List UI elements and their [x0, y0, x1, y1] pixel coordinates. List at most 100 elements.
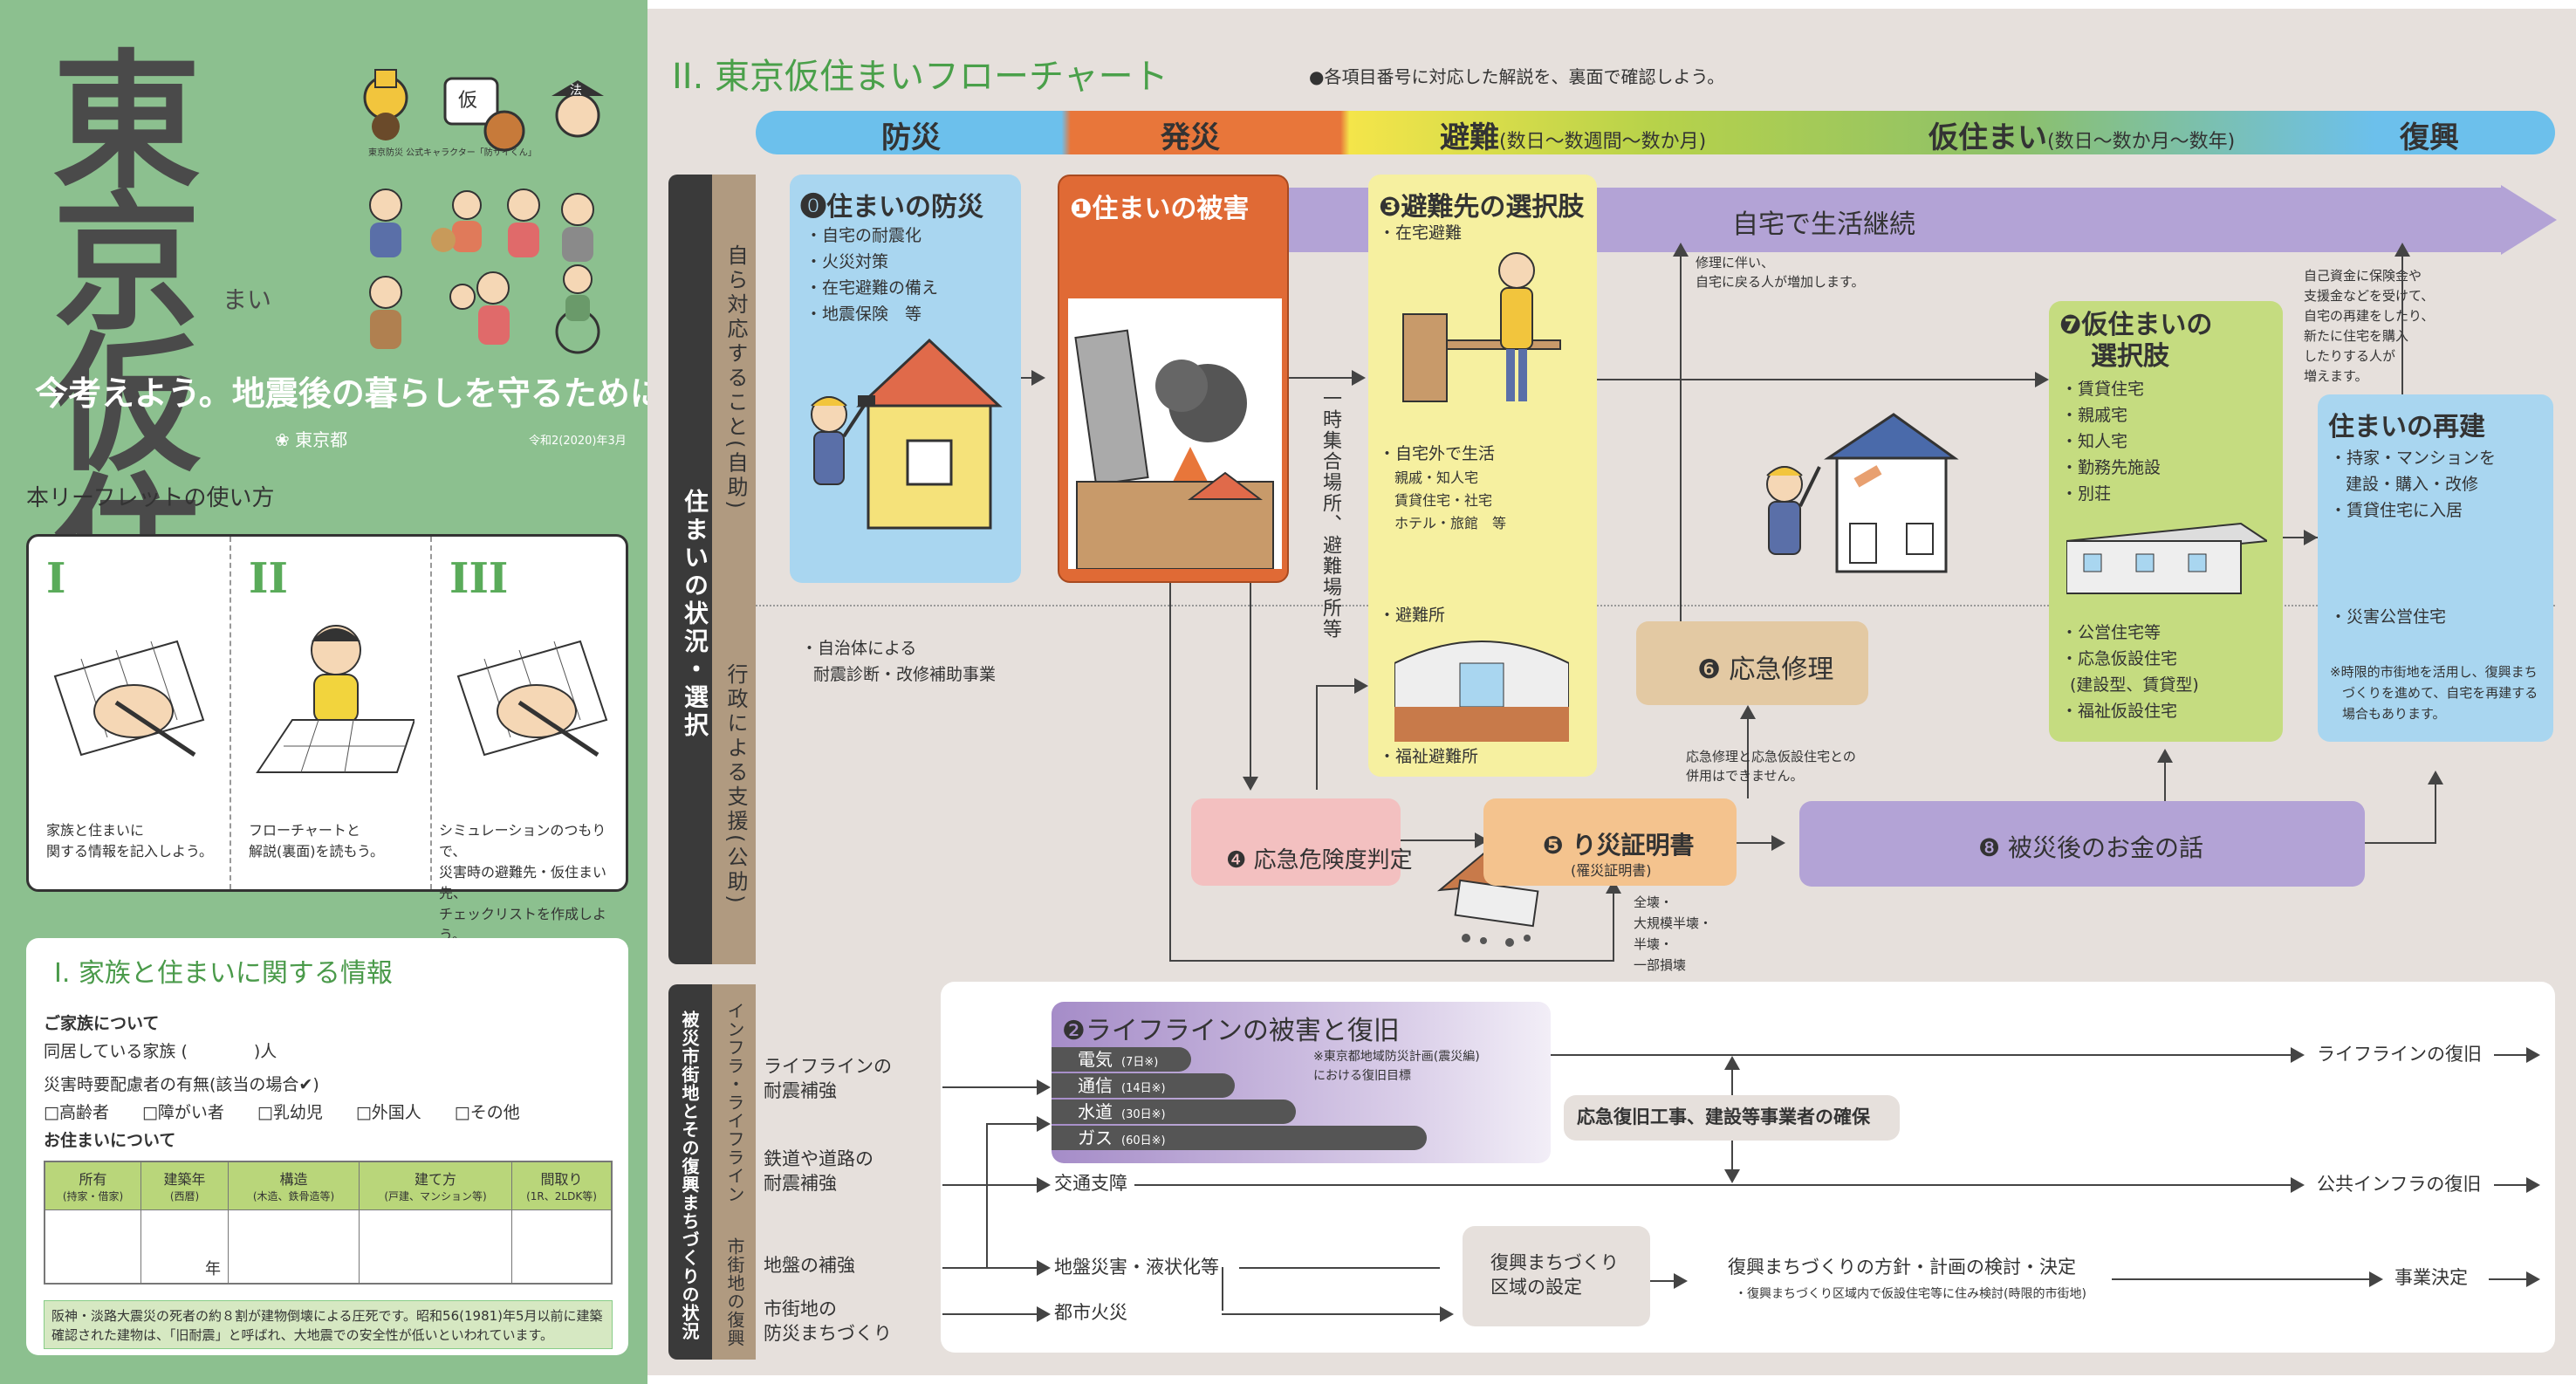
roman-numeral: I	[46, 554, 66, 603]
phase-karizumai: 仮住まい(数日〜数か月〜数年)	[1929, 120, 2236, 155]
publish-date: 令和2(2020)年3月	[529, 435, 627, 448]
child-reading-icon	[256, 625, 414, 773]
connector	[986, 1123, 988, 1267]
care-checkboxes[interactable]: □高齢者 □障がい者 □乳幼児 □外国人 □その他	[44, 1103, 520, 1122]
admin-quake-note: ・自治体による耐震診断・改修補助事業	[801, 639, 997, 684]
connector	[1222, 1267, 1223, 1311]
repair-note: 修理に伴い、自宅に戻る人が増加します。	[1696, 255, 1865, 290]
side-label-infra-a: インフラ・ライフライン	[724, 1002, 745, 1203]
connector	[2112, 1278, 2374, 1280]
lifeline-target-note: ※東京都地域防災計画(震災編)における復旧目標	[1313, 1050, 1480, 1083]
box-0-housing-prevention[interactable]: ⓿住まいの防災 ・自宅の耐震化・火災対策・在宅避難の備え・地震保険 等	[790, 175, 1021, 583]
emergency-work-box[interactable]: 応急復旧工事、建設等事業者の確保	[1564, 1095, 1900, 1141]
box-7-temporary-housing[interactable]: ❼仮住まいの選択肢 ・賃貸住宅・親戚宅・知人宅・勤務先施設・別荘 ・公営住宅等・…	[2049, 301, 2283, 742]
arrow-right-icon	[1674, 1273, 1688, 1289]
recovery-zone-box[interactable]: 復興まちづくり区域の設定	[1463, 1226, 1650, 1326]
phase-fukko: 復興	[2400, 120, 2459, 155]
mother-child-icon	[449, 271, 510, 345]
arrow-right-icon	[2526, 1271, 2540, 1287]
character-illustrations: 仮 法 東京防災 公式キャラクター「防サイくん」	[363, 69, 604, 354]
woman-icon	[507, 188, 540, 257]
table-header: 間取り(1R、2LDK等)	[512, 1162, 611, 1209]
connector	[1239, 1267, 1440, 1269]
howto-step-3: III シミュレーションのつもりで、災害時の避難先・仮住まい先、チェックリストを…	[430, 537, 631, 943]
mascot-squirrel-icon: 仮	[443, 77, 525, 152]
connector	[1250, 583, 1251, 777]
connector	[2494, 1054, 2529, 1056]
policy-note: ・復興まちづくり区域内で仮設住宅等に住み検討(時限的市街地)	[1735, 1287, 2086, 1301]
ground-label: 地盤の補強	[764, 1255, 855, 1276]
connector	[942, 1313, 1038, 1315]
girl-with-dog-icon	[431, 190, 482, 252]
connector	[1021, 377, 1033, 379]
box-8-money-after-disaster[interactable]: ❽ 被災後のお金の話	[1799, 801, 2365, 887]
lifeline-bar: 電気(7日※)	[1052, 1047, 1191, 1072]
connector	[1134, 1184, 2295, 1186]
table-cell-structure[interactable]	[229, 1209, 360, 1285]
table-cell-owner[interactable]	[45, 1209, 141, 1285]
title-ruby: まい	[223, 285, 272, 314]
connector	[2435, 781, 2436, 844]
connector	[2489, 1278, 2528, 1280]
connector	[1401, 839, 1479, 841]
connector	[2365, 842, 2435, 844]
howto-text-1: 家族と住まいに関する情報を記入しよう。	[46, 822, 214, 860]
arrow-up-icon	[2157, 749, 2173, 763]
elderly-man-icon	[561, 193, 594, 262]
connector	[2401, 253, 2403, 394]
arrow-right-icon	[1037, 1177, 1051, 1193]
lifeline-bar: 水道(30日※)	[1052, 1100, 1296, 1124]
collapsed-city-icon	[1068, 298, 1282, 569]
lifeline-bar: ガス(60日※)	[1052, 1126, 1427, 1150]
connector	[942, 1184, 1038, 1186]
arrow-down-icon	[1243, 777, 1258, 791]
connector	[1316, 685, 1360, 687]
arrow-right-icon	[1440, 1306, 1454, 1322]
arrow-up-icon	[1673, 243, 1689, 257]
family-count-field[interactable]: 同居している家族 ( )人	[44, 1042, 277, 1061]
home-label: お住まいについて	[44, 1131, 176, 1150]
city-fire-damage-label: 都市火災	[1054, 1302, 1127, 1323]
project-decision-label: 事業決定	[2394, 1267, 2468, 1288]
arrow-right-icon	[1771, 835, 1785, 851]
house-repair-damaged-icon	[1766, 413, 1959, 573]
care-label: 災害時要配慮者の有無(該当の場合✔)	[44, 1075, 319, 1094]
family-info-section	[26, 938, 628, 1355]
self-admin-divider	[756, 605, 2555, 606]
table-header: 構造(木造、鉄骨造等)	[229, 1162, 360, 1209]
box-3-evacuation-options[interactable]: ❸避難先の選択肢 ・在宅避難 ・自宅外で生活 親戚・知人宅賃貸住宅・社宅ホテル・…	[1368, 175, 1597, 777]
table-cell-year[interactable]: 年	[141, 1209, 229, 1285]
connector	[1650, 1280, 1676, 1282]
table-cell-type[interactable]	[360, 1209, 512, 1285]
connector	[1737, 842, 1771, 844]
box-2-lifeline-damage[interactable]: ❷ライフラインの被害と復旧 電気(7日※) 通信(14日※) 水道(30日※) …	[1052, 1002, 1551, 1163]
house-repair-icon	[811, 338, 1003, 530]
svg-text:法: 法	[570, 84, 582, 98]
man-icon	[369, 188, 402, 257]
box-4-danger-assessment[interactable]: ❹ 応急危険度判定	[1191, 798, 1413, 886]
table-cell-layout[interactable]	[512, 1209, 611, 1285]
flowchart-note: ●各項目番号に対応した解説を、裏面で確認しよう。	[1309, 66, 1725, 87]
mascot-bousai-icon	[363, 69, 408, 140]
side-label-admin: 行政による支援(公助)	[723, 663, 748, 907]
lifeline-quake-label: ライフラインの耐震補強	[764, 1056, 892, 1101]
rail-quake-label: 鉄道や道路の耐震補強	[764, 1148, 874, 1194]
repair-vs-note: 応急修理と応急仮設住宅との併用はできません。	[1686, 749, 1856, 784]
phase-hassai: 発災	[1161, 120, 1220, 155]
connector	[1613, 890, 1614, 962]
box-5-disaster-certificate[interactable]: ❺ り災証明書 (罹災証明書)	[1483, 798, 1737, 886]
box-housing-rebuild[interactable]: 住まいの再建 ・持家・マンションを建設・購入・改修・賃貸住宅に入居 ・災害公営住…	[2318, 394, 2553, 742]
mascot-law-icon: 法	[552, 80, 604, 138]
table-header: 建築年(西暦)	[141, 1162, 229, 1209]
home-info-table: 所有(持家・借家) 建築年(西暦) 構造(木造、鉄骨造等) 建て方(戸建、マンシ…	[44, 1161, 613, 1285]
box-1-housing-damage[interactable]: ❶住まいの被害	[1058, 175, 1289, 583]
arrow-head-icon	[2501, 185, 2557, 255]
arrow-right-icon	[1031, 370, 1045, 386]
howto-text-2: フローチャートと解説(裏面)を読もう。	[249, 822, 385, 860]
box-6-emergency-repair[interactable]: ❻ 応急修理	[1636, 621, 1868, 705]
arrow-right-icon	[2291, 1047, 2305, 1063]
svg-text:仮: 仮	[458, 90, 477, 112]
old-seismic-note: 阪神・淡路大震災の死者の約８割が建物倒壊による圧死です。昭和56(1981)年5…	[44, 1300, 613, 1349]
flowchart-title: II. 東京仮住まいフローチャート	[672, 57, 1168, 97]
arrow-right-icon	[2369, 1271, 2383, 1287]
